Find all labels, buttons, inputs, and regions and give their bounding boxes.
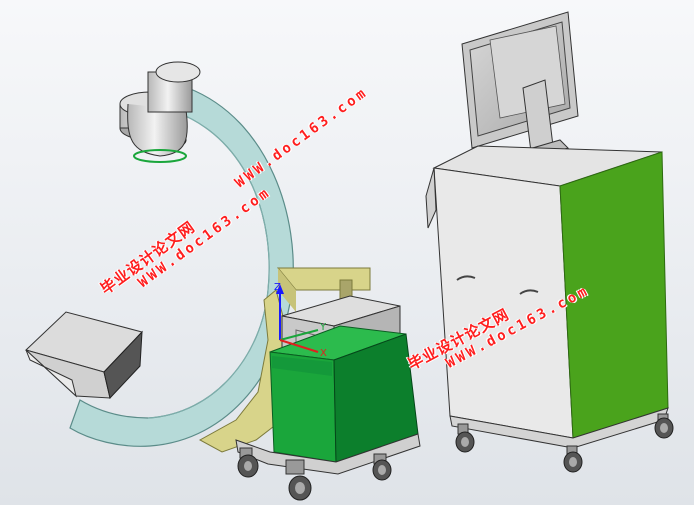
y-axis-label: Y xyxy=(319,322,327,333)
base-unit xyxy=(269,325,419,463)
support-arm xyxy=(198,267,371,453)
drawer-handle xyxy=(456,275,476,281)
xray-tube xyxy=(119,61,201,163)
c-arm-assembly xyxy=(25,61,421,501)
caster-wheels xyxy=(455,413,674,473)
coordinate-triad: Z Y X xyxy=(274,282,327,359)
monitor xyxy=(461,11,579,165)
base-chassis xyxy=(235,433,421,501)
x-axis-label: X xyxy=(320,348,327,359)
drawer-handle xyxy=(519,289,539,295)
detector-box xyxy=(25,311,143,400)
z-axis-label: Z xyxy=(274,282,281,293)
monitor-cart xyxy=(425,11,674,473)
